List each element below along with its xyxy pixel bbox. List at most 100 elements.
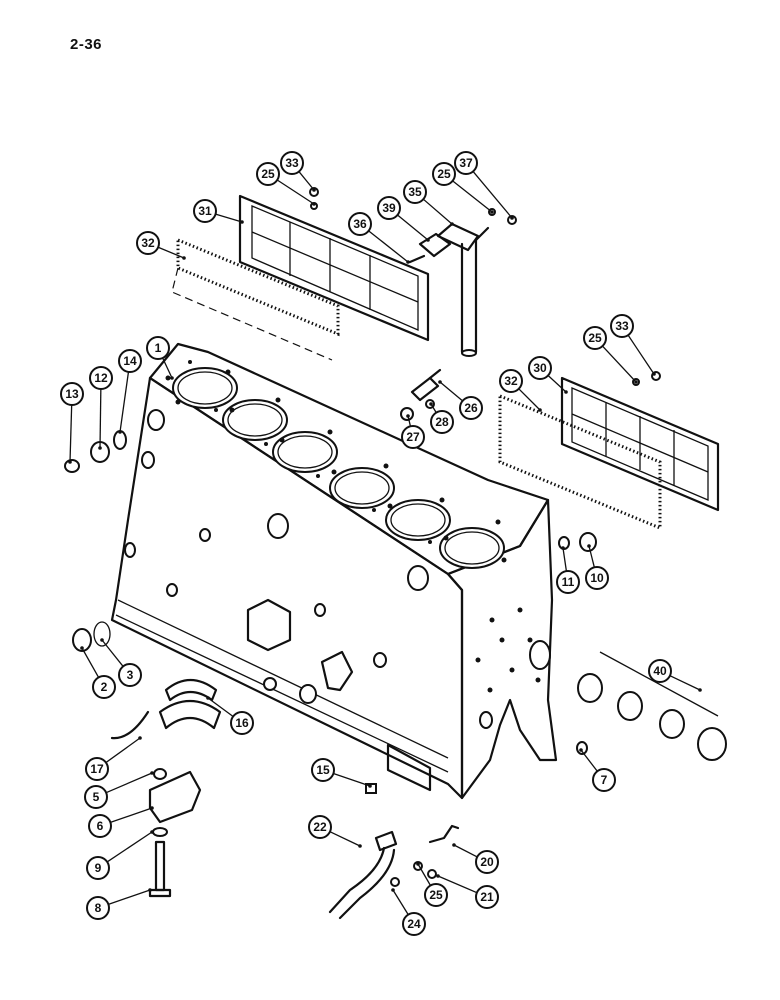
callout-36: 36 <box>348 212 410 264</box>
callout-circle <box>401 425 425 449</box>
callout-number: 8 <box>95 901 102 915</box>
callout-number: 2 <box>101 680 108 694</box>
callout-leader <box>157 246 185 259</box>
side-cover-lower <box>560 376 720 512</box>
callout-number: 6 <box>97 819 104 833</box>
callout-arrowhead <box>510 216 514 220</box>
callout-arrowhead <box>452 843 456 847</box>
callout-arrowhead <box>98 446 102 450</box>
callout-leader <box>422 198 453 225</box>
callout-leader <box>669 675 701 691</box>
callout-arrowhead <box>391 888 395 892</box>
callout-leader <box>453 844 478 858</box>
callout-circle <box>86 856 110 880</box>
callout-number: 40 <box>653 664 667 678</box>
callout-number: 22 <box>313 820 327 834</box>
callout-leader <box>276 179 315 205</box>
callout-arrowhead <box>312 188 316 192</box>
callout-33: 33 <box>280 151 316 192</box>
callout-number: 3 <box>127 668 134 682</box>
callout-16: 16 <box>206 696 254 735</box>
callout-circle <box>280 151 304 175</box>
callout-number: 37 <box>459 156 473 170</box>
callout-27: 27 <box>401 414 425 449</box>
callout-circle <box>475 885 499 909</box>
callout-20: 20 <box>452 843 499 874</box>
callout-2: 2 <box>80 646 116 699</box>
callout-arrowhead <box>406 260 410 264</box>
callout-number: 27 <box>406 430 420 444</box>
callout-circle <box>92 675 116 699</box>
callout-30: 30 <box>528 356 568 394</box>
callout-arrowhead <box>118 430 122 434</box>
callout-number: 33 <box>615 319 629 333</box>
callout-10: 10 <box>585 544 609 590</box>
callout-number: 25 <box>261 167 275 181</box>
callout-arrowhead <box>406 414 410 418</box>
callout-33: 33 <box>610 314 656 376</box>
callout-35: 35 <box>403 180 454 226</box>
callout-37: 37 <box>454 151 514 220</box>
callout-number: 9 <box>95 861 102 875</box>
callout-circle <box>60 382 84 406</box>
callout-number: 5 <box>93 790 100 804</box>
callout-circle <box>88 814 112 838</box>
callout-arrowhead <box>450 222 454 226</box>
callout-31: 31 <box>193 199 244 224</box>
callout-leader <box>580 749 598 772</box>
callout-number: 15 <box>316 763 330 777</box>
callout-circle <box>85 757 109 781</box>
callout-number: 24 <box>407 917 421 931</box>
callout-leader <box>207 697 234 718</box>
callout-circle <box>403 180 427 204</box>
callout-leader <box>627 334 655 375</box>
callout-arrowhead <box>698 688 702 692</box>
callout-number: 20 <box>480 855 494 869</box>
callout-40: 40 <box>648 659 702 692</box>
callout-circle <box>432 162 456 186</box>
callout-1: 1 <box>146 336 174 380</box>
callout-leader <box>439 381 463 402</box>
callout-3: 3 <box>100 638 142 687</box>
callout-leader <box>562 547 568 572</box>
callout-number: 11 <box>562 575 575 589</box>
callout-leader <box>368 230 409 263</box>
callout-leader <box>397 214 429 241</box>
callout-arrowhead <box>358 844 362 848</box>
callout-circle <box>377 196 401 220</box>
callout-circle <box>454 151 478 175</box>
callout-arrowhead <box>80 646 84 650</box>
bearing-inserts <box>158 678 222 730</box>
callout-number: 35 <box>408 185 422 199</box>
oil-tube <box>328 783 460 920</box>
callout-circle <box>86 896 110 920</box>
callout-circle <box>136 231 160 255</box>
drain-cock <box>400 368 442 421</box>
callout-number: 33 <box>285 156 299 170</box>
callout-13: 13 <box>60 382 84 464</box>
plug-7 <box>576 741 588 755</box>
callout-circle <box>89 366 113 390</box>
page-number: 2-36 <box>70 36 103 53</box>
breather-tube <box>436 222 490 357</box>
callout-12: 12 <box>89 366 113 450</box>
callout-leader <box>437 875 478 894</box>
callout-arrowhead <box>312 202 316 206</box>
callout-9: 9 <box>86 830 154 880</box>
callout-arrowhead <box>538 408 542 412</box>
side-cover-upper <box>238 194 430 342</box>
callout-circle <box>118 349 142 373</box>
callout-leader <box>472 171 513 219</box>
callout-circle <box>402 912 426 936</box>
callout-arrowhead <box>564 390 568 394</box>
cap-bolt <box>148 827 172 898</box>
callout-25: 25 <box>256 162 316 206</box>
callout-leader <box>81 647 100 678</box>
callout-leader <box>215 213 243 223</box>
callout-leader <box>547 374 567 393</box>
callout-number: 31 <box>198 204 212 218</box>
callout-leader <box>105 737 141 764</box>
callout-circle <box>592 768 616 792</box>
callout-arrowhead <box>490 210 494 214</box>
